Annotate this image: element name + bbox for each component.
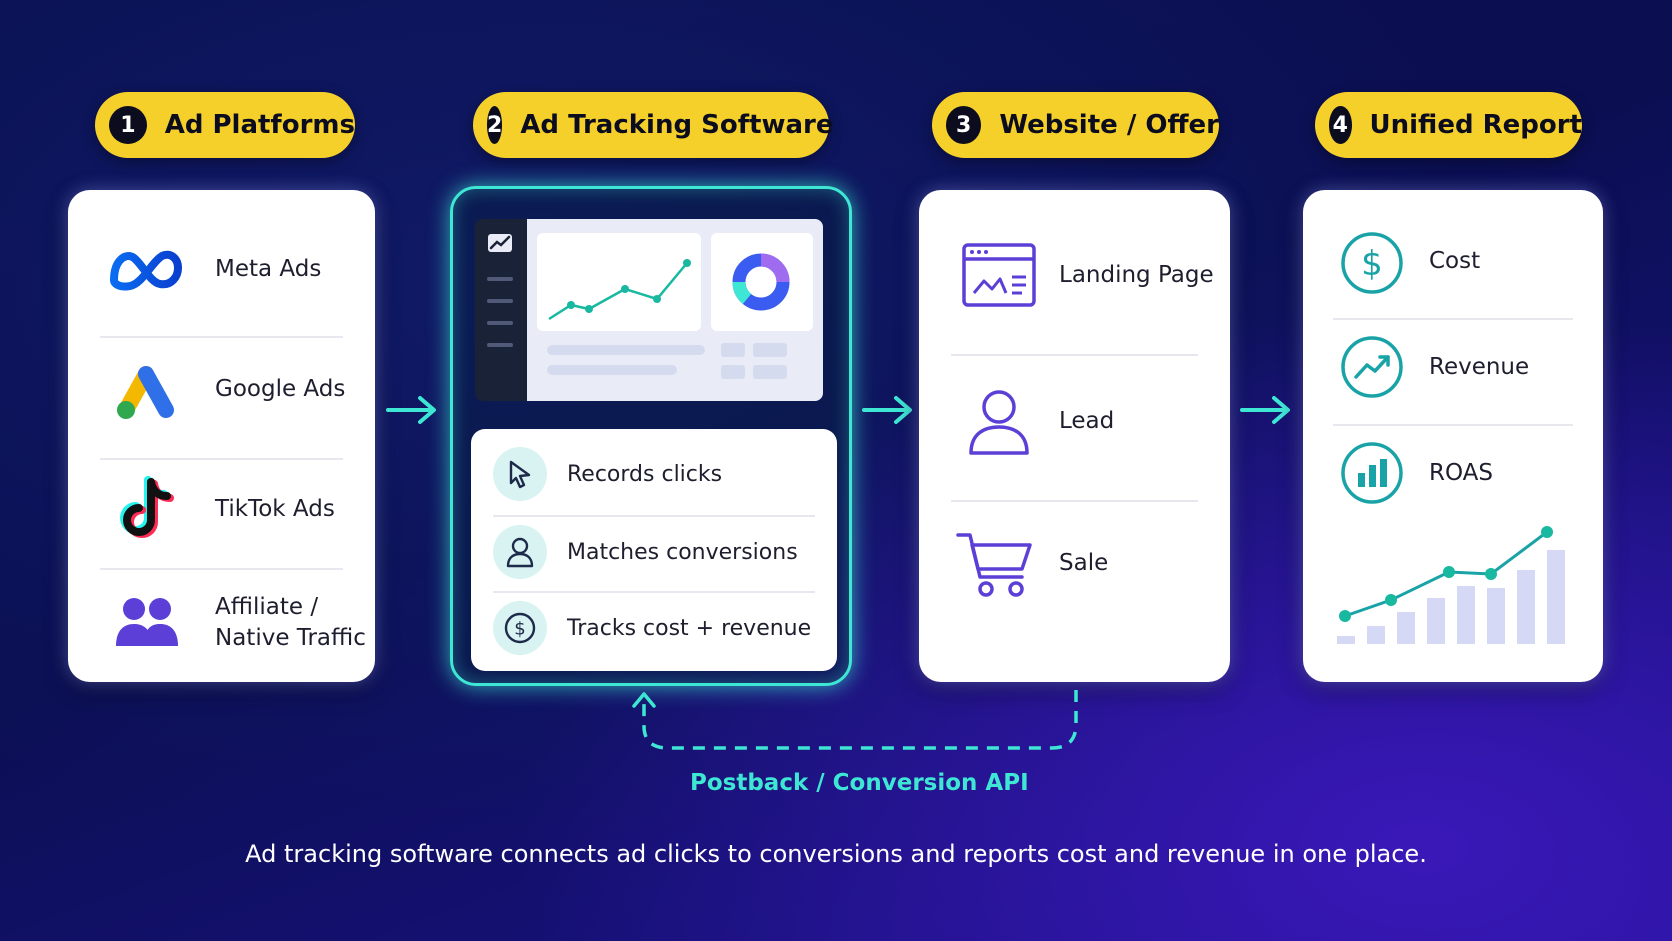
sidebar-bar (487, 321, 513, 325)
trend-bar (1487, 588, 1505, 644)
sidebar-bar (487, 277, 513, 281)
trend-up-icon (1339, 334, 1405, 400)
dashboard-sidebar (475, 219, 527, 401)
tracker-features-list: Records clicks Matches conversions $ (471, 429, 837, 671)
feature-matches-conversions: Matches conversions (493, 517, 815, 587)
platform-label-line1: Affiliate / (215, 594, 319, 620)
step-title: Website / Offer (999, 110, 1219, 140)
trend-bar (1367, 626, 1385, 644)
sidebar-bar (487, 343, 513, 347)
ad-platforms-card: Meta Ads Google Ads (68, 190, 375, 682)
trend-point (1443, 566, 1455, 578)
step-number: 2 (487, 106, 503, 144)
step-pill-ad-platforms: 1 Ad Platforms (95, 92, 355, 158)
step-number: 3 (946, 106, 982, 144)
report-row-revenue: Revenue (1303, 328, 1603, 404)
chart-logo-icon (488, 234, 512, 252)
platform-label: Meta Ads (215, 256, 322, 282)
divider (951, 354, 1198, 356)
report-label: Revenue (1429, 354, 1530, 380)
trend-bar (1337, 636, 1355, 644)
step-title: Ad Tracking Software (520, 110, 834, 140)
trend-bar (1397, 612, 1415, 644)
step-pill-unified-report: 4 Unified Report (1315, 92, 1582, 158)
cursor-icon (493, 447, 547, 501)
report-trend-chart (1337, 526, 1565, 644)
trend-point (1485, 568, 1497, 580)
shopping-cart-icon (955, 528, 1035, 600)
report-label: Cost (1429, 248, 1481, 274)
step-pill-ad-tracking-software: 2 Ad Tracking Software (473, 92, 833, 158)
trend-point (1541, 526, 1553, 538)
website-row-landing-page: Landing Page (919, 230, 1230, 320)
google-ads-logo-icon (112, 354, 182, 424)
sidebar-bar (487, 299, 513, 303)
user-icon (493, 525, 547, 579)
trend-point (1385, 594, 1397, 606)
step-title: Unified Report (1369, 110, 1582, 140)
divider (100, 568, 343, 570)
platform-label: Google Ads (215, 376, 346, 402)
website-label: Landing Page (1059, 262, 1214, 288)
dollar-circle-icon: $ (1339, 230, 1405, 296)
postback-label: Postback / Conversion API (690, 770, 1029, 796)
website-label: Sale (1059, 550, 1109, 576)
divider (100, 336, 343, 338)
platform-row-meta: Meta Ads (68, 230, 375, 310)
dashboard-preview (527, 219, 823, 401)
step-number: 1 (109, 106, 147, 144)
report-row-roas: ROAS (1303, 434, 1603, 510)
platform-row-google: Google Ads (68, 350, 375, 430)
divider (1333, 424, 1573, 426)
svg-text:$: $ (514, 619, 525, 640)
platform-row-tiktok: TikTok Ads (68, 470, 375, 550)
diagram-caption: Ad tracking software connects ad clicks … (245, 840, 1427, 868)
divider (493, 515, 815, 517)
svg-text:$: $ (1361, 244, 1383, 284)
platform-row-affiliate: Affiliate / Native Traffic (68, 582, 375, 672)
divider (951, 500, 1198, 502)
trend-point (1339, 610, 1351, 622)
dollar-icon: $ (493, 601, 547, 655)
website-row-sale: Sale (919, 520, 1230, 610)
step-title: Ad Platforms (164, 110, 355, 140)
feature-label: Tracks cost + revenue (567, 615, 812, 641)
flow-arrow-icon (862, 396, 912, 424)
meta-logo-icon (108, 234, 184, 306)
trend-bar (1427, 598, 1445, 644)
users-icon (112, 592, 182, 652)
report-label: ROAS (1429, 460, 1494, 486)
flow-arrow-icon (1240, 396, 1290, 424)
feature-records-clicks: Records clicks (493, 439, 815, 509)
divider (1333, 318, 1573, 320)
postback-loop-arrow (632, 690, 1078, 750)
bar-chart-icon (1339, 440, 1405, 506)
platform-label: TikTok Ads (215, 496, 335, 522)
step-number: 4 (1329, 106, 1352, 144)
platform-label-line2: Native Traffic (215, 625, 366, 652)
tiktok-logo-icon (112, 472, 182, 544)
trend-bar (1547, 550, 1565, 644)
platform-label: Affiliate / Native Traffic (215, 592, 366, 654)
report-row-cost: $ Cost (1303, 226, 1603, 298)
feature-label: Matches conversions (567, 539, 798, 565)
website-offer-card: Landing Page Lead Sale (919, 190, 1230, 682)
feature-label: Records clicks (567, 461, 723, 487)
ad-tracking-software-panel: Records clicks Matches conversions $ (450, 186, 852, 686)
step-pill-website-offer: 3 Website / Offer (932, 92, 1219, 158)
website-row-lead: Lead (919, 376, 1230, 466)
trend-bar (1457, 586, 1475, 644)
unified-report-card: $ Cost Revenue (1303, 190, 1603, 682)
user-outline-icon (963, 384, 1035, 460)
divider (493, 591, 815, 593)
website-label: Lead (1059, 408, 1115, 434)
flow-arrow-icon (386, 396, 436, 424)
landing-page-icon (961, 240, 1037, 310)
divider (100, 458, 343, 460)
trend-bar (1517, 570, 1535, 644)
feature-tracks-cost-revenue: $ Tracks cost + revenue (493, 593, 815, 663)
